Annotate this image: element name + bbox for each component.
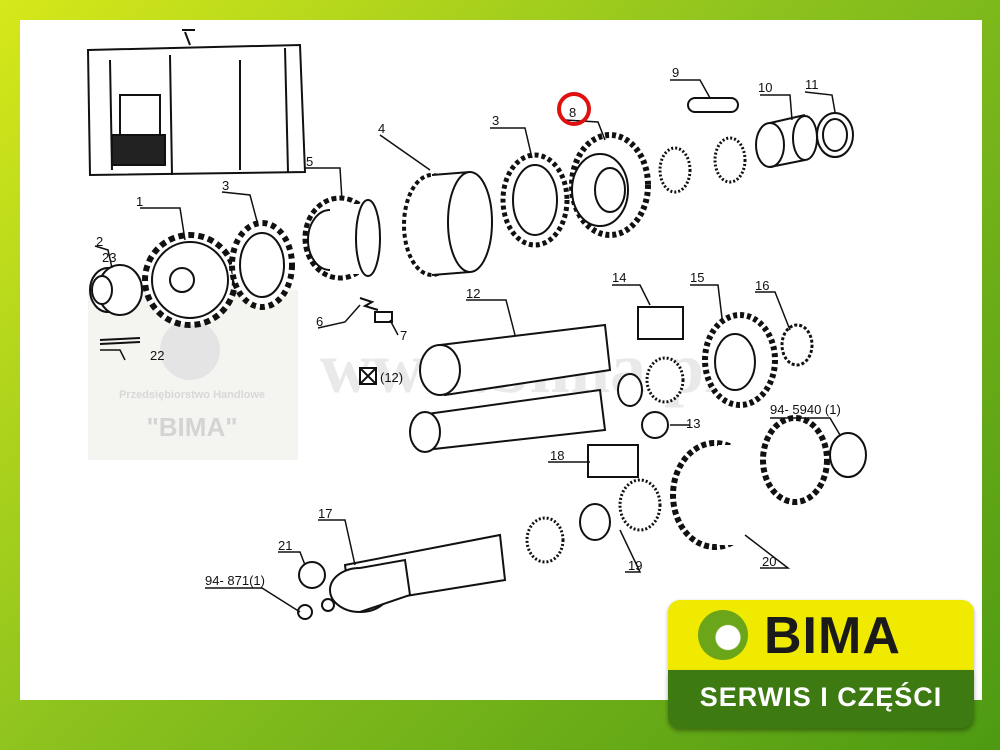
clip-part-13 (641, 411, 669, 439)
leader-lines (94, 79, 841, 613)
needle-bearings-top (658, 136, 747, 194)
part-label: 18 (550, 448, 564, 463)
part-label: 10 (758, 80, 772, 95)
plug-part-21 (297, 561, 335, 620)
part-labels: 1 2 23 3 5 4 3 8 9 10 11 6 7 12 (12) 14 … (96, 65, 841, 588)
pin-part-9 (687, 97, 739, 113)
part-label: 20 (762, 554, 776, 569)
part-label: 5 (306, 154, 313, 169)
brand-tagline: SERWIS I CZĘŚCI (699, 682, 943, 712)
part-label: 94- 5940 (1) (770, 402, 841, 417)
washer-part-11 (816, 112, 854, 158)
brand-name: BIMA (764, 607, 901, 665)
part-label: 94- 871(1) (205, 573, 265, 588)
part-label: (12) (380, 370, 403, 385)
housing-inset (86, 29, 307, 177)
brand-logo: BIMA SERWIS I CZĘŚCI (668, 600, 974, 728)
ring-part-3-right (500, 152, 570, 248)
watermark-company-name: "BIMA" (146, 412, 237, 442)
part-label: 9 (672, 65, 679, 80)
part-label: 3 (492, 113, 499, 128)
gear-part-8 (569, 132, 651, 238)
part-label: 14 (612, 270, 626, 285)
watermark-company-line: Przedsiębiorstwo Handlowe (119, 389, 265, 401)
brand-bottom-band: SERWIS I CZĘŚCI (668, 670, 974, 728)
washer-part-16 (780, 323, 814, 367)
part-label: 12 (466, 286, 480, 301)
spring-part-6 (359, 297, 393, 323)
bearings-part-14 (617, 306, 685, 407)
part-label: 11 (805, 77, 819, 92)
highlight-circle (557, 92, 591, 126)
bushing-part-10 (755, 114, 818, 168)
bearings-part-18 (525, 444, 662, 564)
gear-part-3-left (229, 220, 295, 310)
watermark-logo (160, 320, 220, 380)
part-label: 23 (102, 250, 116, 265)
part-label: 1 (136, 194, 143, 209)
part-label: 21 (278, 538, 292, 553)
part-label: 8 (569, 105, 576, 120)
bearing-part-23 (89, 264, 143, 316)
hub-part-5 (302, 195, 381, 281)
shaft-part-12 (409, 323, 612, 453)
brand-dot-icon (698, 610, 748, 660)
wire-part-22 (99, 337, 141, 345)
gear-part-15 (702, 312, 778, 408)
box-part-12-ref (359, 367, 377, 385)
part-label: 13 (686, 416, 700, 431)
part-label: 7 (400, 328, 407, 343)
part-label: 17 (318, 506, 332, 521)
part-label: 4 (378, 121, 385, 136)
part-label: 6 (316, 314, 323, 329)
shaft-part-17 (329, 533, 507, 613)
part-label: 15 (690, 270, 704, 285)
gear-part-1 (142, 232, 238, 328)
part-label: 16 (755, 278, 769, 293)
sleeve-part-4 (402, 171, 493, 277)
gear-part-20 (670, 415, 867, 550)
part-label: 19 (628, 558, 642, 573)
part-label: 2 (96, 234, 103, 249)
part-label: 3 (222, 178, 229, 193)
part-label: 22 (150, 348, 164, 363)
brand-top-band: BIMA (668, 600, 974, 670)
